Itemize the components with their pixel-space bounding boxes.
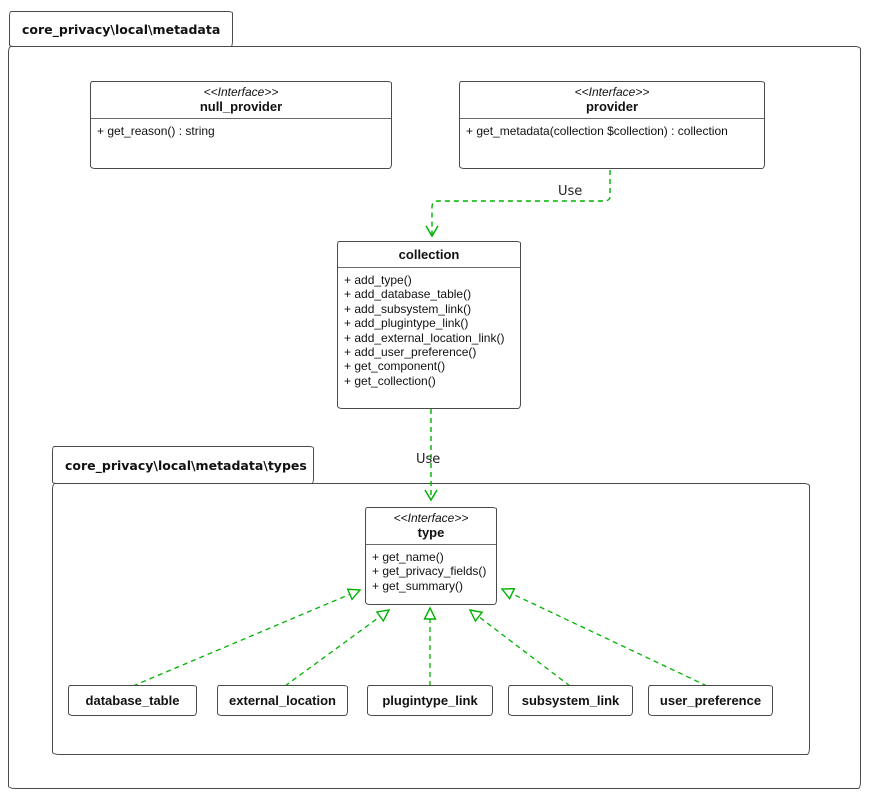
class-provider: <<Interface>> provider + get_metadata(co…: [459, 81, 765, 169]
class-subsystem-link: subsystem_link: [508, 685, 633, 716]
member-row: + get_metadata(collection $collection) :…: [466, 124, 728, 138]
class-null-provider: <<Interface>> null_provider + get_reason…: [90, 81, 392, 169]
subsystem-link-name: subsystem_link: [521, 693, 620, 708]
class-external-location: external_location: [217, 685, 348, 716]
provider-stereotype: <<Interface>>: [574, 85, 650, 99]
use-label-provider-collection: Use: [558, 184, 583, 199]
member-row: + add_database_table(): [344, 287, 472, 302]
package-metadata-label: core_privacy\local\metadata: [22, 21, 221, 37]
class-user-preference: user_preference: [648, 685, 773, 716]
class-null-provider-header: <<Interface>> null_provider: [91, 82, 391, 119]
package-metadata-tab: core_privacy\local\metadata: [9, 11, 233, 47]
provider-members: + get_metadata(collection $collection) :…: [460, 119, 764, 143]
member-row: + get_component(): [344, 359, 446, 374]
member-row: + get_privacy_fields(): [372, 564, 487, 579]
use-label-collection-type: Use: [416, 452, 441, 467]
user-preference-name: user_preference: [659, 693, 762, 708]
class-collection-header: collection: [338, 242, 520, 268]
member-row: + add_subsystem_link(): [344, 301, 472, 316]
class-type: <<Interface>> type + get_name() + get_pr…: [365, 507, 497, 605]
package-types-tab: core_privacy\local\metadata\types: [52, 446, 314, 484]
external-location-name: external_location: [229, 693, 336, 708]
member-row: + add_type(): [344, 273, 412, 287]
package-types-label: core_privacy\local\metadata\types: [65, 457, 307, 473]
class-type-header: <<Interface>> type: [366, 508, 496, 545]
member-row: + get_collection(): [344, 373, 436, 388]
null-provider-stereotype: <<Interface>>: [203, 85, 279, 99]
class-collection: collection + add_type() + add_database_t…: [337, 241, 521, 409]
collection-members: + add_type() + add_database_table() + ad…: [338, 268, 520, 393]
member-row: + add_user_preference(): [344, 345, 477, 360]
type-name: type: [417, 525, 445, 540]
class-plugintype-link: plugintype_link: [367, 685, 493, 716]
member-row: + add_external_location_link(): [344, 330, 505, 345]
provider-name: provider: [585, 99, 638, 114]
package-metadata-body: [8, 46, 861, 789]
member-row: + add_plugintype_link(): [344, 316, 469, 331]
class-provider-header: <<Interface>> provider: [460, 82, 764, 119]
member-row: + get_name(): [372, 550, 444, 564]
plugintype-link-name: plugintype_link: [382, 693, 478, 708]
database-table-name: database_table: [85, 693, 180, 708]
member-row: + get_reason() : string: [97, 124, 215, 138]
type-members: + get_name() + get_privacy_fields() + ge…: [366, 545, 496, 598]
type-stereotype: <<Interface>>: [393, 511, 469, 525]
member-row: + get_summary(): [372, 578, 464, 593]
class-database-table: database_table: [68, 685, 197, 716]
collection-name: collection: [398, 247, 460, 262]
null-provider-name: null_provider: [199, 99, 283, 114]
null-provider-members: + get_reason() : string: [91, 119, 391, 143]
